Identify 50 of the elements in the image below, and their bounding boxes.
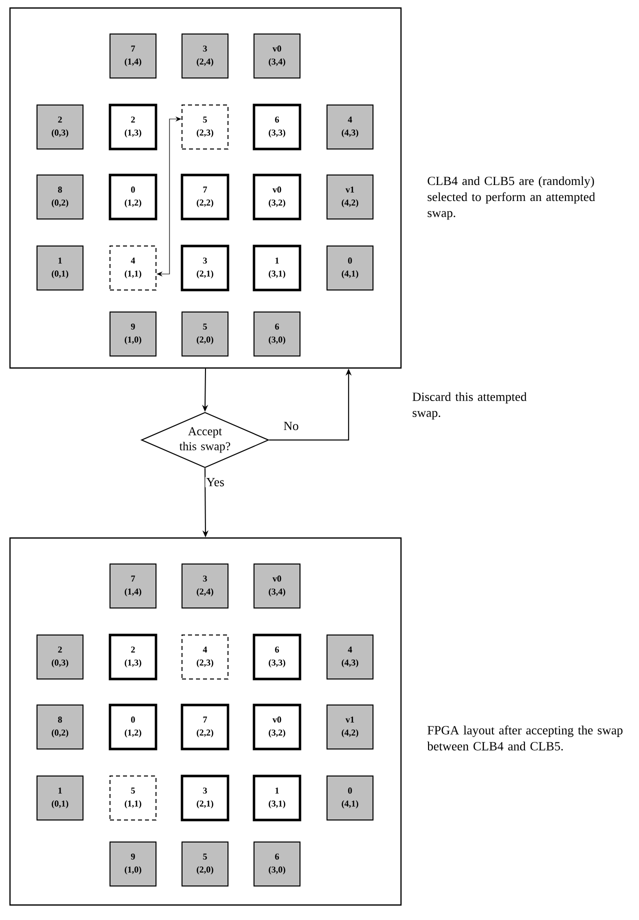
edge-label: No bbox=[282, 420, 300, 432]
grid-cell: 0 (1,2) bbox=[108, 174, 158, 220]
grid-cell: 4 (2,3) bbox=[182, 634, 228, 680]
grid-cell: 4 (4,3) bbox=[326, 104, 374, 150]
grid-cell: 7 (1,4) bbox=[110, 564, 156, 608]
grid-cell: 1 (3,1) bbox=[252, 774, 302, 822]
grid-cell: 6 (3,0) bbox=[254, 842, 300, 886]
grid-cell: 2 (1,3) bbox=[108, 104, 158, 150]
grid-cell: 9 (1,0) bbox=[110, 842, 156, 886]
grid-cell: 5 (1,1) bbox=[110, 776, 156, 820]
grid-cell: 0 (4,1) bbox=[326, 246, 374, 290]
grid-cell: 6 (3,0) bbox=[254, 312, 300, 356]
grid-cell: 2 (1,3) bbox=[108, 634, 158, 680]
grid-cell: 9 (1,0) bbox=[110, 312, 156, 356]
grid-cell: 4 (1,1) bbox=[110, 246, 156, 290]
grid-cell: 7 (1,4) bbox=[110, 34, 156, 78]
layout-frame bbox=[9, 7, 402, 369]
side-note: Discard this attempted swap. bbox=[412, 392, 527, 420]
grid-cell: v1 (4,2) bbox=[326, 174, 374, 220]
side-note: FPGA layout after accepting the swap between CLB4 and CLB5. bbox=[427, 726, 622, 750]
grid-cell: 0 (4,1) bbox=[326, 776, 374, 820]
grid-cell: 8 (0,2) bbox=[36, 174, 84, 220]
grid-cell: 1 (0,1) bbox=[36, 776, 84, 820]
edge-label: Yes bbox=[205, 477, 226, 488]
grid-cell: 3 (2,4) bbox=[182, 564, 228, 608]
side-note: CLB4 and CLB5 are (randomly) selected to perform an attempted swap. bbox=[428, 176, 596, 220]
grid-cell: 7 (2,2) bbox=[180, 174, 230, 220]
grid-cell: 0 (1,2) bbox=[108, 704, 158, 750]
grid-cell: 3 (2,1) bbox=[180, 244, 230, 292]
grid-cell: v0 (3,4) bbox=[254, 564, 300, 608]
grid-cell: v0 (3,2) bbox=[252, 174, 302, 220]
grid-cell: 5 (2,0) bbox=[182, 842, 228, 886]
grid-cell: 4 (4,3) bbox=[326, 634, 374, 680]
arrow bbox=[156, 116, 182, 277]
grid-cell: 3 (2,1) bbox=[180, 774, 230, 822]
grid-cell: 2 (0,3) bbox=[36, 634, 84, 680]
grid-cell: 6 (3,3) bbox=[252, 104, 302, 150]
grid-cell: 3 (2,4) bbox=[182, 34, 228, 78]
grid-cell: v0 (3,2) bbox=[252, 704, 302, 750]
grid-cell: 1 (0,1) bbox=[36, 246, 84, 290]
grid-cell: 2 (0,3) bbox=[36, 104, 84, 150]
grid-cell: 6 (3,3) bbox=[252, 634, 302, 680]
grid-cell: 1 (3,1) bbox=[252, 244, 302, 292]
grid-cell: 5 (2,3) bbox=[182, 104, 228, 150]
layout-frame bbox=[9, 537, 402, 906]
grid-cell: v0 (3,4) bbox=[254, 34, 300, 78]
grid-cell: v1 (4,2) bbox=[326, 704, 374, 750]
grid-cell: 7 (2,2) bbox=[180, 704, 230, 750]
grid-cell: 8 (0,2) bbox=[36, 704, 84, 750]
grid-cell: 5 (2,0) bbox=[182, 312, 228, 356]
